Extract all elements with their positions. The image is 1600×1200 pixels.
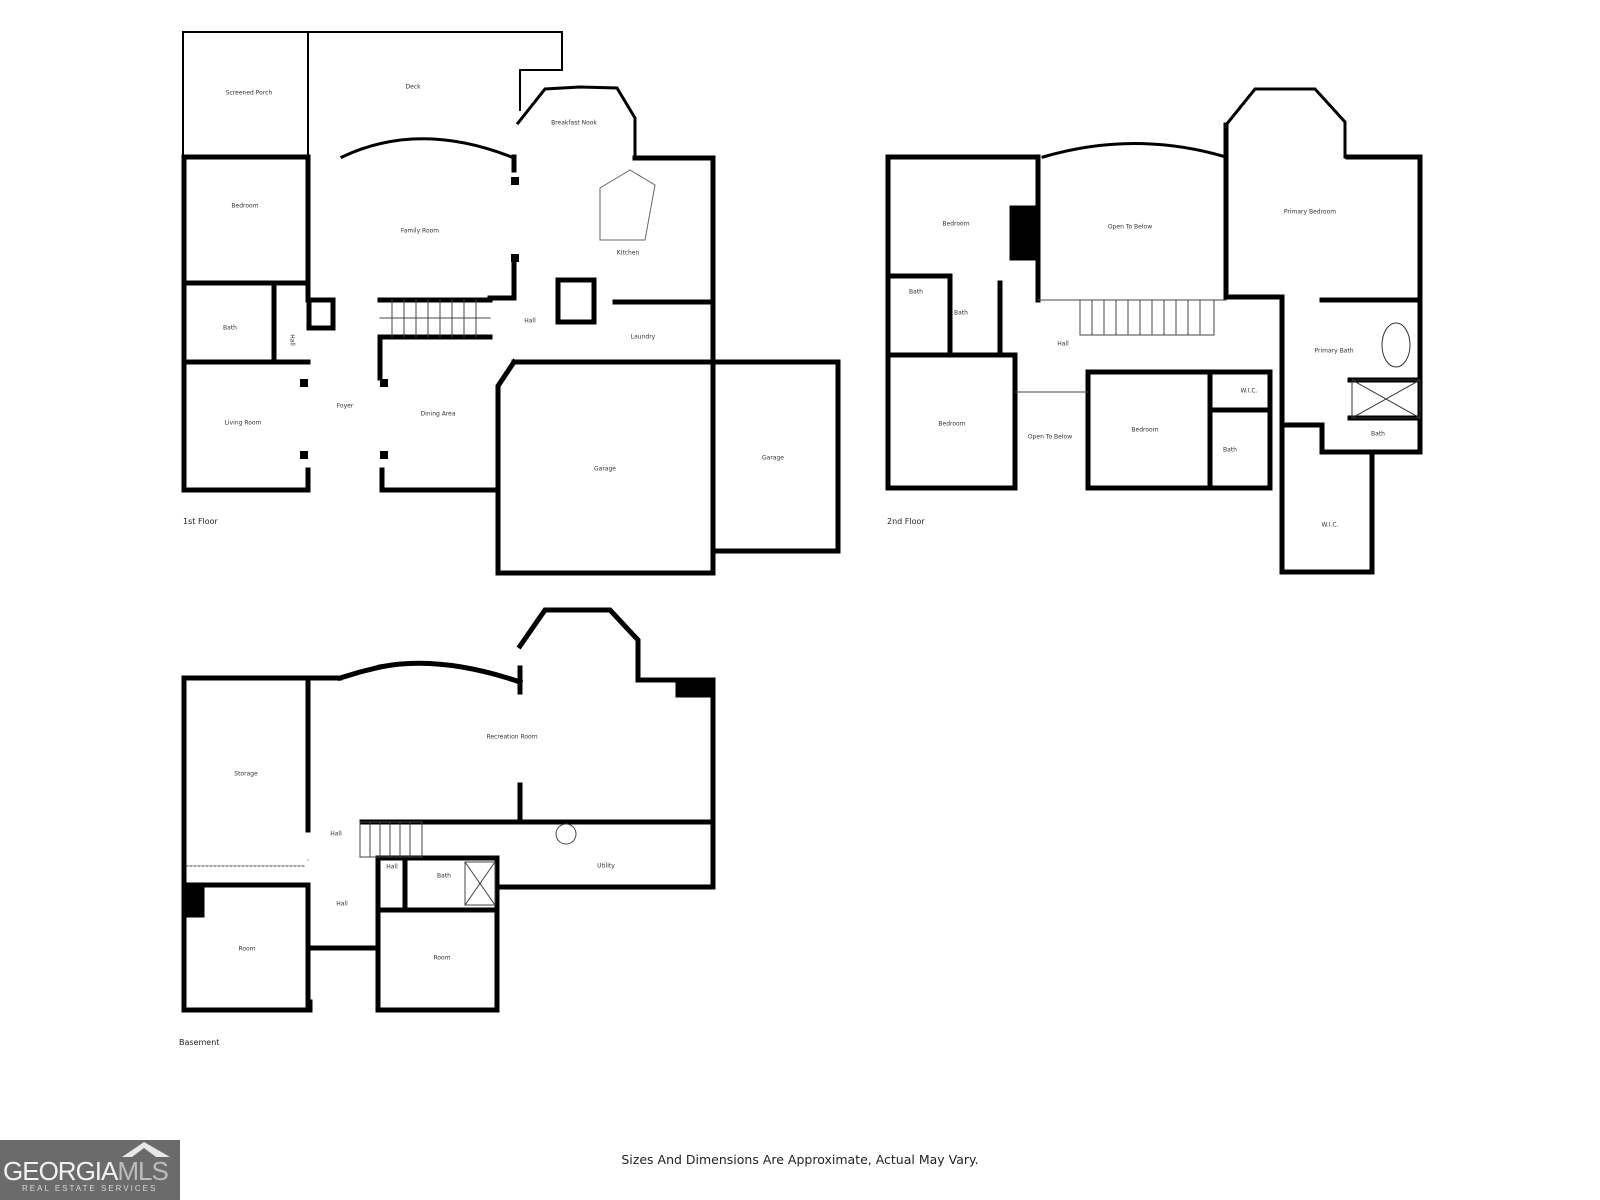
room-label-open-to-below-2: Open To Below [1027,433,1073,441]
room-label-breakfast-nook: Breakfast Nook [551,119,597,127]
room-label-garage-2: Garage [762,454,784,462]
room-label-utility: Utility [597,862,615,870]
georgia-mls-logo: GEORGIAMLS REAL ESTATE SERVICES [0,1140,180,1200]
room-label-bedroom-2: Bedroom [938,420,966,428]
room-label-deck: Deck [405,83,421,91]
room-label-room-1: Room [238,945,256,953]
room-label-bedroom: Bedroom [231,202,259,210]
room-label-wic-2: W.I.C. [1321,521,1339,529]
room-label-hall: Hall [1057,340,1069,348]
room-label-living-room: Living Room [224,419,262,427]
room-label-bath-1: Bath [909,288,923,296]
room-label-wic-1: W.I.C. [1240,387,1258,395]
room-label-bedroom-1: Bedroom [942,220,970,228]
room-label-hall-vertical: Hall [288,334,296,346]
room-label-open-to-below-1: Open To Below [1107,223,1153,231]
room-label-primary-bath: Primary Bath [1314,347,1354,355]
room-label-bath-4: Bath [1371,430,1385,438]
room-label-storage: Storage [234,770,258,778]
room-label-hall: Hall [524,317,536,325]
room-label-recreation-room: Recreation Room [486,733,538,741]
room-label-bath: Bath [223,324,237,332]
room-label-bedroom-3: Bedroom [1131,426,1159,434]
logo-subtitle: REAL ESTATE SERVICES [22,1184,158,1193]
room-label-primary-bedroom: Primary Bedroom [1283,208,1337,216]
room-label-bath: Bath [437,872,451,880]
room-label-garage-1: Garage [594,465,616,473]
room-label-family-room: Family Room [400,227,440,235]
floor-label-1st: 1st Floor [183,517,218,526]
logo-mls: MLS [117,1156,168,1186]
room-label-hall-3: Hall [336,900,348,908]
room-label-kitchen: Kitchen [616,249,640,257]
room-label-dining-area: Dining Area [420,410,456,418]
room-label-screened-porch: Screened Porch [225,89,273,97]
logo-georgia: GEORGIA [3,1156,118,1186]
room-label-bath-3: Bath [1223,446,1237,454]
room-label-hall-1: Hall [330,830,342,838]
room-label-room-2: Room [433,954,451,962]
roof-icon [122,1142,170,1157]
room-label-foyer: Foyer [336,402,354,410]
disclaimer-text: Sizes And Dimensions Are Approximate, Ac… [621,1152,979,1167]
logo-wordmark: GEORGIAMLS [3,1156,169,1187]
floor-label-basement: Basement [179,1038,220,1047]
room-label-bath-2: Bath [954,309,968,317]
floor-label-2nd: 2nd Floor [887,517,925,526]
room-label-hall-2: Hall [386,863,398,871]
room-label-laundry: Laundry [630,333,656,341]
